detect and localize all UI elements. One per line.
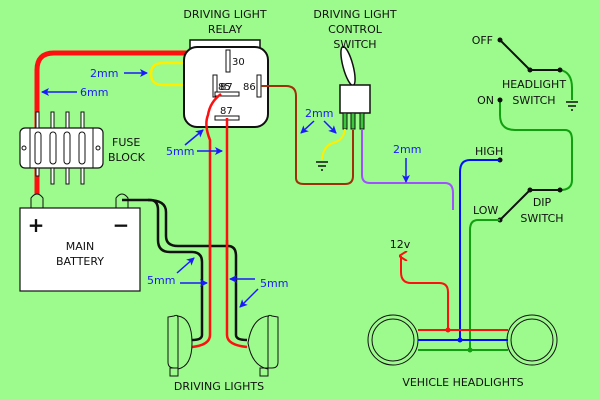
battery-positive-terminal: + bbox=[28, 213, 45, 237]
gauge-label-main: 6mm bbox=[80, 86, 108, 99]
ground-wire-right bbox=[147, 198, 248, 342]
relay-label-line2: RELAY bbox=[208, 23, 243, 36]
gauge-label-trigger: 2mm bbox=[393, 143, 421, 156]
headlight-switch-label-line2: SWITCH bbox=[512, 94, 555, 107]
arrow-icon bbox=[176, 257, 195, 274]
battery-negative-terminal: − bbox=[113, 213, 130, 237]
driving-light-control-switch[interactable] bbox=[338, 45, 371, 130]
low-beam-wire bbox=[469, 219, 500, 350]
relay-coil-wire bbox=[149, 61, 229, 87]
fuse-block-label-line2: BLOCK bbox=[108, 151, 146, 164]
driving-light-left bbox=[167, 314, 193, 377]
battery-label-line1: MAIN bbox=[66, 240, 95, 253]
relay-pin-30: 30 bbox=[232, 57, 245, 68]
vehicle-headlights-label: VEHICLE HEADLIGHTS bbox=[402, 376, 523, 389]
main-power-wire bbox=[34, 50, 229, 212]
gauge-label-light-right: 5mm bbox=[260, 277, 288, 290]
relay-pin-87-bottom: 87 bbox=[220, 106, 233, 117]
fuse-block-label-line1: FUSE bbox=[112, 136, 140, 149]
relay-pin-85: 85 bbox=[218, 82, 231, 93]
headlight-switch-off-label: OFF bbox=[472, 34, 493, 47]
switch-ground-wire bbox=[321, 128, 346, 161]
supply-12v-wire bbox=[401, 256, 449, 330]
battery-label-line2: BATTERY bbox=[56, 255, 104, 268]
gauge-label-light-left: 5mm bbox=[147, 274, 175, 287]
main-battery bbox=[19, 193, 141, 292]
fuse-block bbox=[19, 111, 104, 185]
relay-label-line1: DRIVING LIGHT bbox=[183, 8, 267, 21]
relay-output-wire-left bbox=[191, 92, 222, 349]
supply-12v-label: 12v bbox=[390, 238, 411, 251]
arrow-icon bbox=[239, 288, 259, 308]
headlight-switch[interactable] bbox=[497, 37, 573, 191]
driving-light-relay: 30 85 87 86 87 bbox=[183, 39, 269, 128]
driving-lights-label: DRIVING LIGHTS bbox=[174, 380, 264, 393]
high-beam-wire bbox=[459, 159, 500, 340]
headlight-switch-on-label: ON bbox=[477, 94, 494, 107]
dip-switch-label-line1: DIP bbox=[533, 196, 552, 209]
dip-switch-label-line2: SWITCH bbox=[520, 212, 563, 225]
gauge-label-relay-output: 5mm bbox=[166, 145, 194, 158]
driving-light-right bbox=[247, 314, 279, 377]
dip-switch-low-label: LOW bbox=[473, 204, 498, 217]
relay-pin-86: 86 bbox=[243, 82, 256, 93]
ground-wire-left bbox=[122, 198, 204, 342]
trigger-wire bbox=[361, 129, 454, 210]
arrow-icon bbox=[300, 120, 315, 134]
arrow-icon bbox=[184, 129, 204, 146]
dip-switch-high-label: HIGH bbox=[475, 145, 503, 158]
dip-switch[interactable] bbox=[497, 157, 563, 223]
headlight-switch-label-line1: HEADLIGHT bbox=[502, 78, 566, 91]
control-switch-label-line3: SWITCH bbox=[333, 38, 376, 51]
ground-icon bbox=[566, 101, 578, 111]
control-switch-label-line1: DRIVING LIGHT bbox=[313, 8, 397, 21]
ground-icon bbox=[316, 161, 328, 171]
relay-output-wire-right bbox=[225, 118, 248, 349]
vehicle-headlight-left bbox=[367, 314, 419, 366]
control-switch-label-line2: CONTROL bbox=[328, 23, 383, 36]
gauge-label-switch: 2mm bbox=[305, 107, 333, 120]
relay-pin-87-top: 87 bbox=[220, 82, 233, 93]
vehicle-headlight-right bbox=[506, 314, 558, 366]
relay-86-wire bbox=[261, 85, 354, 185]
gauge-label-coil: 2mm bbox=[90, 67, 118, 80]
arrow-icon bbox=[323, 120, 337, 134]
